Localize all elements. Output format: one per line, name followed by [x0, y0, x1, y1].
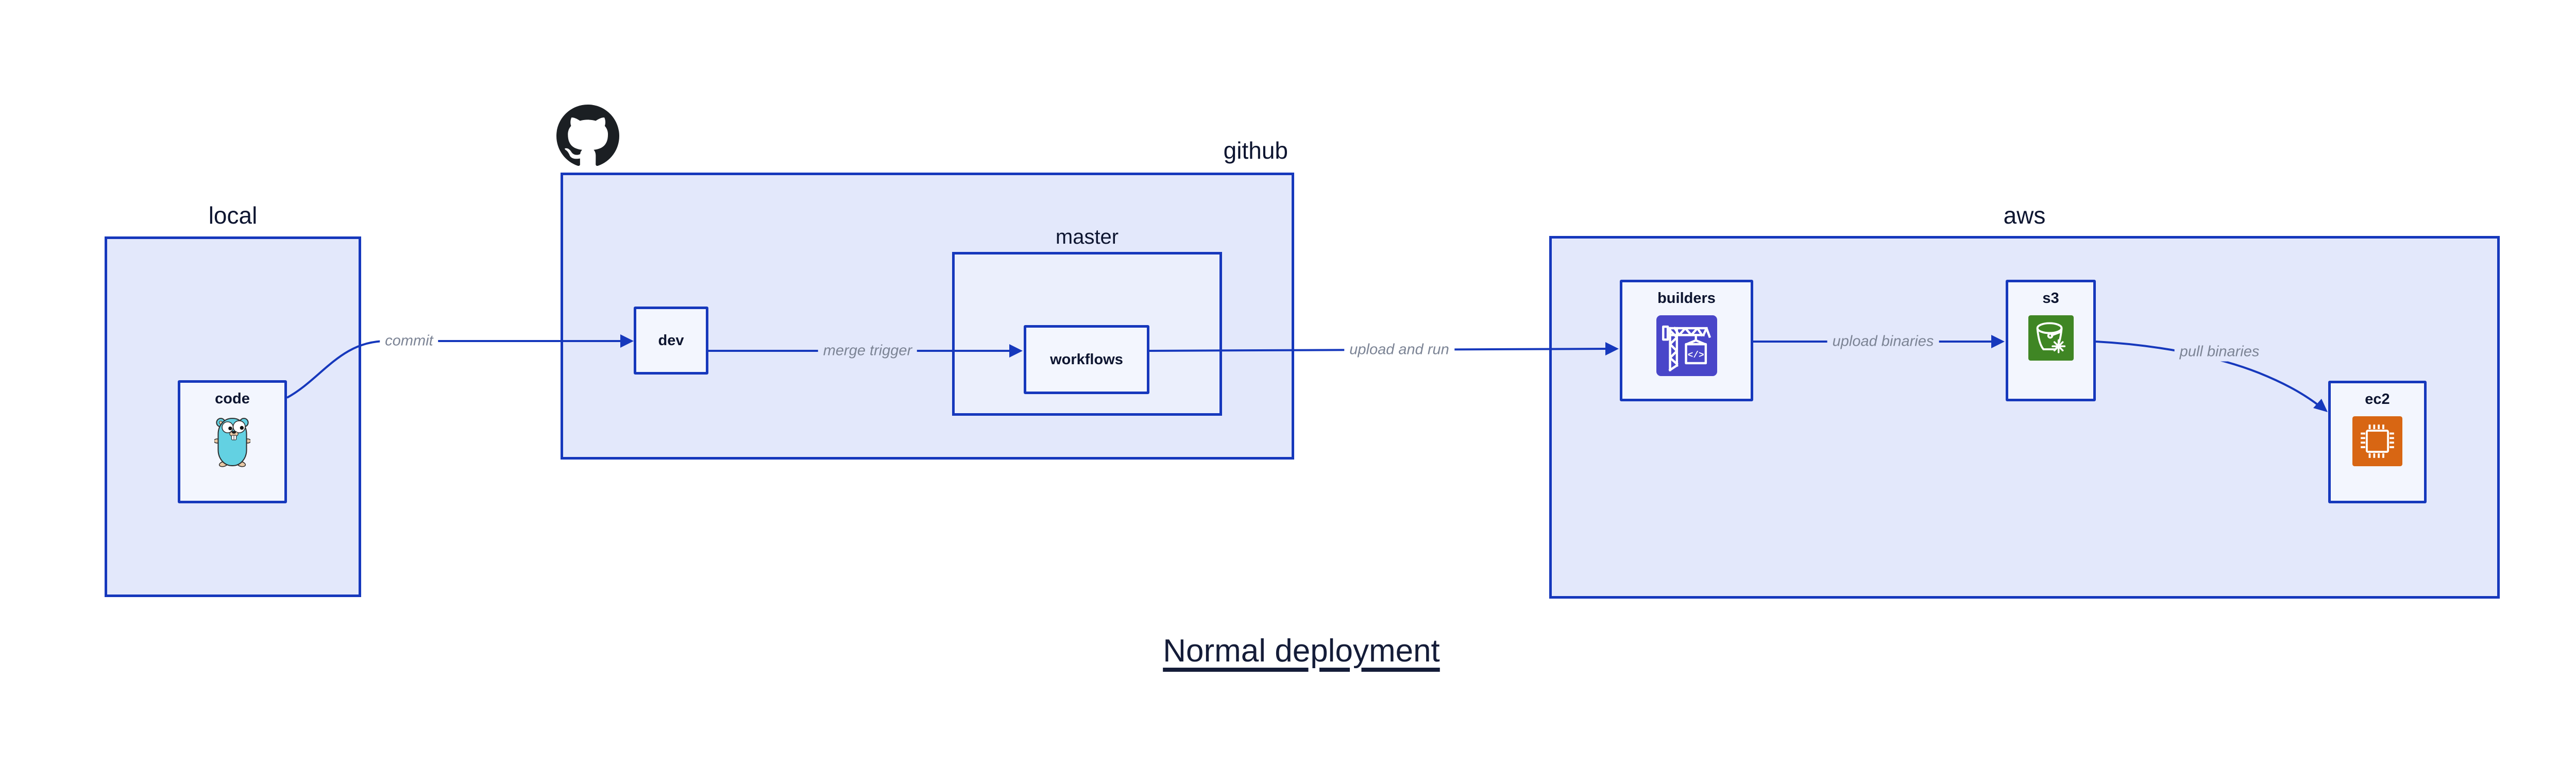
container-label-aws: aws [2003, 202, 2046, 229]
edge-label-upload-binaries: upload binaries [1827, 332, 1939, 351]
node-label-code: code [215, 390, 250, 407]
node-ec2: ec2 [2328, 381, 2427, 503]
node-dev: dev [634, 307, 708, 375]
edge-label-pull-binaries: pull binaries [2174, 342, 2265, 362]
node-builders: builders </> [1620, 280, 1753, 401]
svg-text:</>: </> [1687, 350, 1704, 361]
edge-label-commit: commit [380, 331, 438, 351]
node-code: code [178, 380, 287, 503]
aws-codebuild-icon: </> [1656, 315, 1717, 376]
aws-s3-bucket-icon [2028, 315, 2074, 361]
go-gopher-icon [214, 418, 250, 467]
container-label-github: github [1223, 137, 1288, 164]
node-label-ec2: ec2 [2365, 391, 2390, 408]
edge-label-upload-and-run: upload and run [1344, 340, 1454, 360]
node-label-builders: builders [1657, 290, 1716, 307]
aws-ec2-chip-icon [2352, 416, 2402, 466]
node-label-workflows: workflows [1050, 351, 1123, 368]
node-label-dev: dev [658, 332, 684, 349]
node-workflows: workflows [1024, 325, 1149, 394]
node-s3: s3 [2006, 280, 2096, 401]
edge-label-merge-trigger: merge trigger [818, 341, 918, 361]
github-logo-icon [556, 105, 619, 166]
container-label-master: master [1055, 226, 1119, 248]
container-label-local: local [208, 202, 258, 229]
diagram-title: Normal deployment [1163, 633, 1440, 669]
node-label-s3: s3 [2042, 290, 2059, 307]
